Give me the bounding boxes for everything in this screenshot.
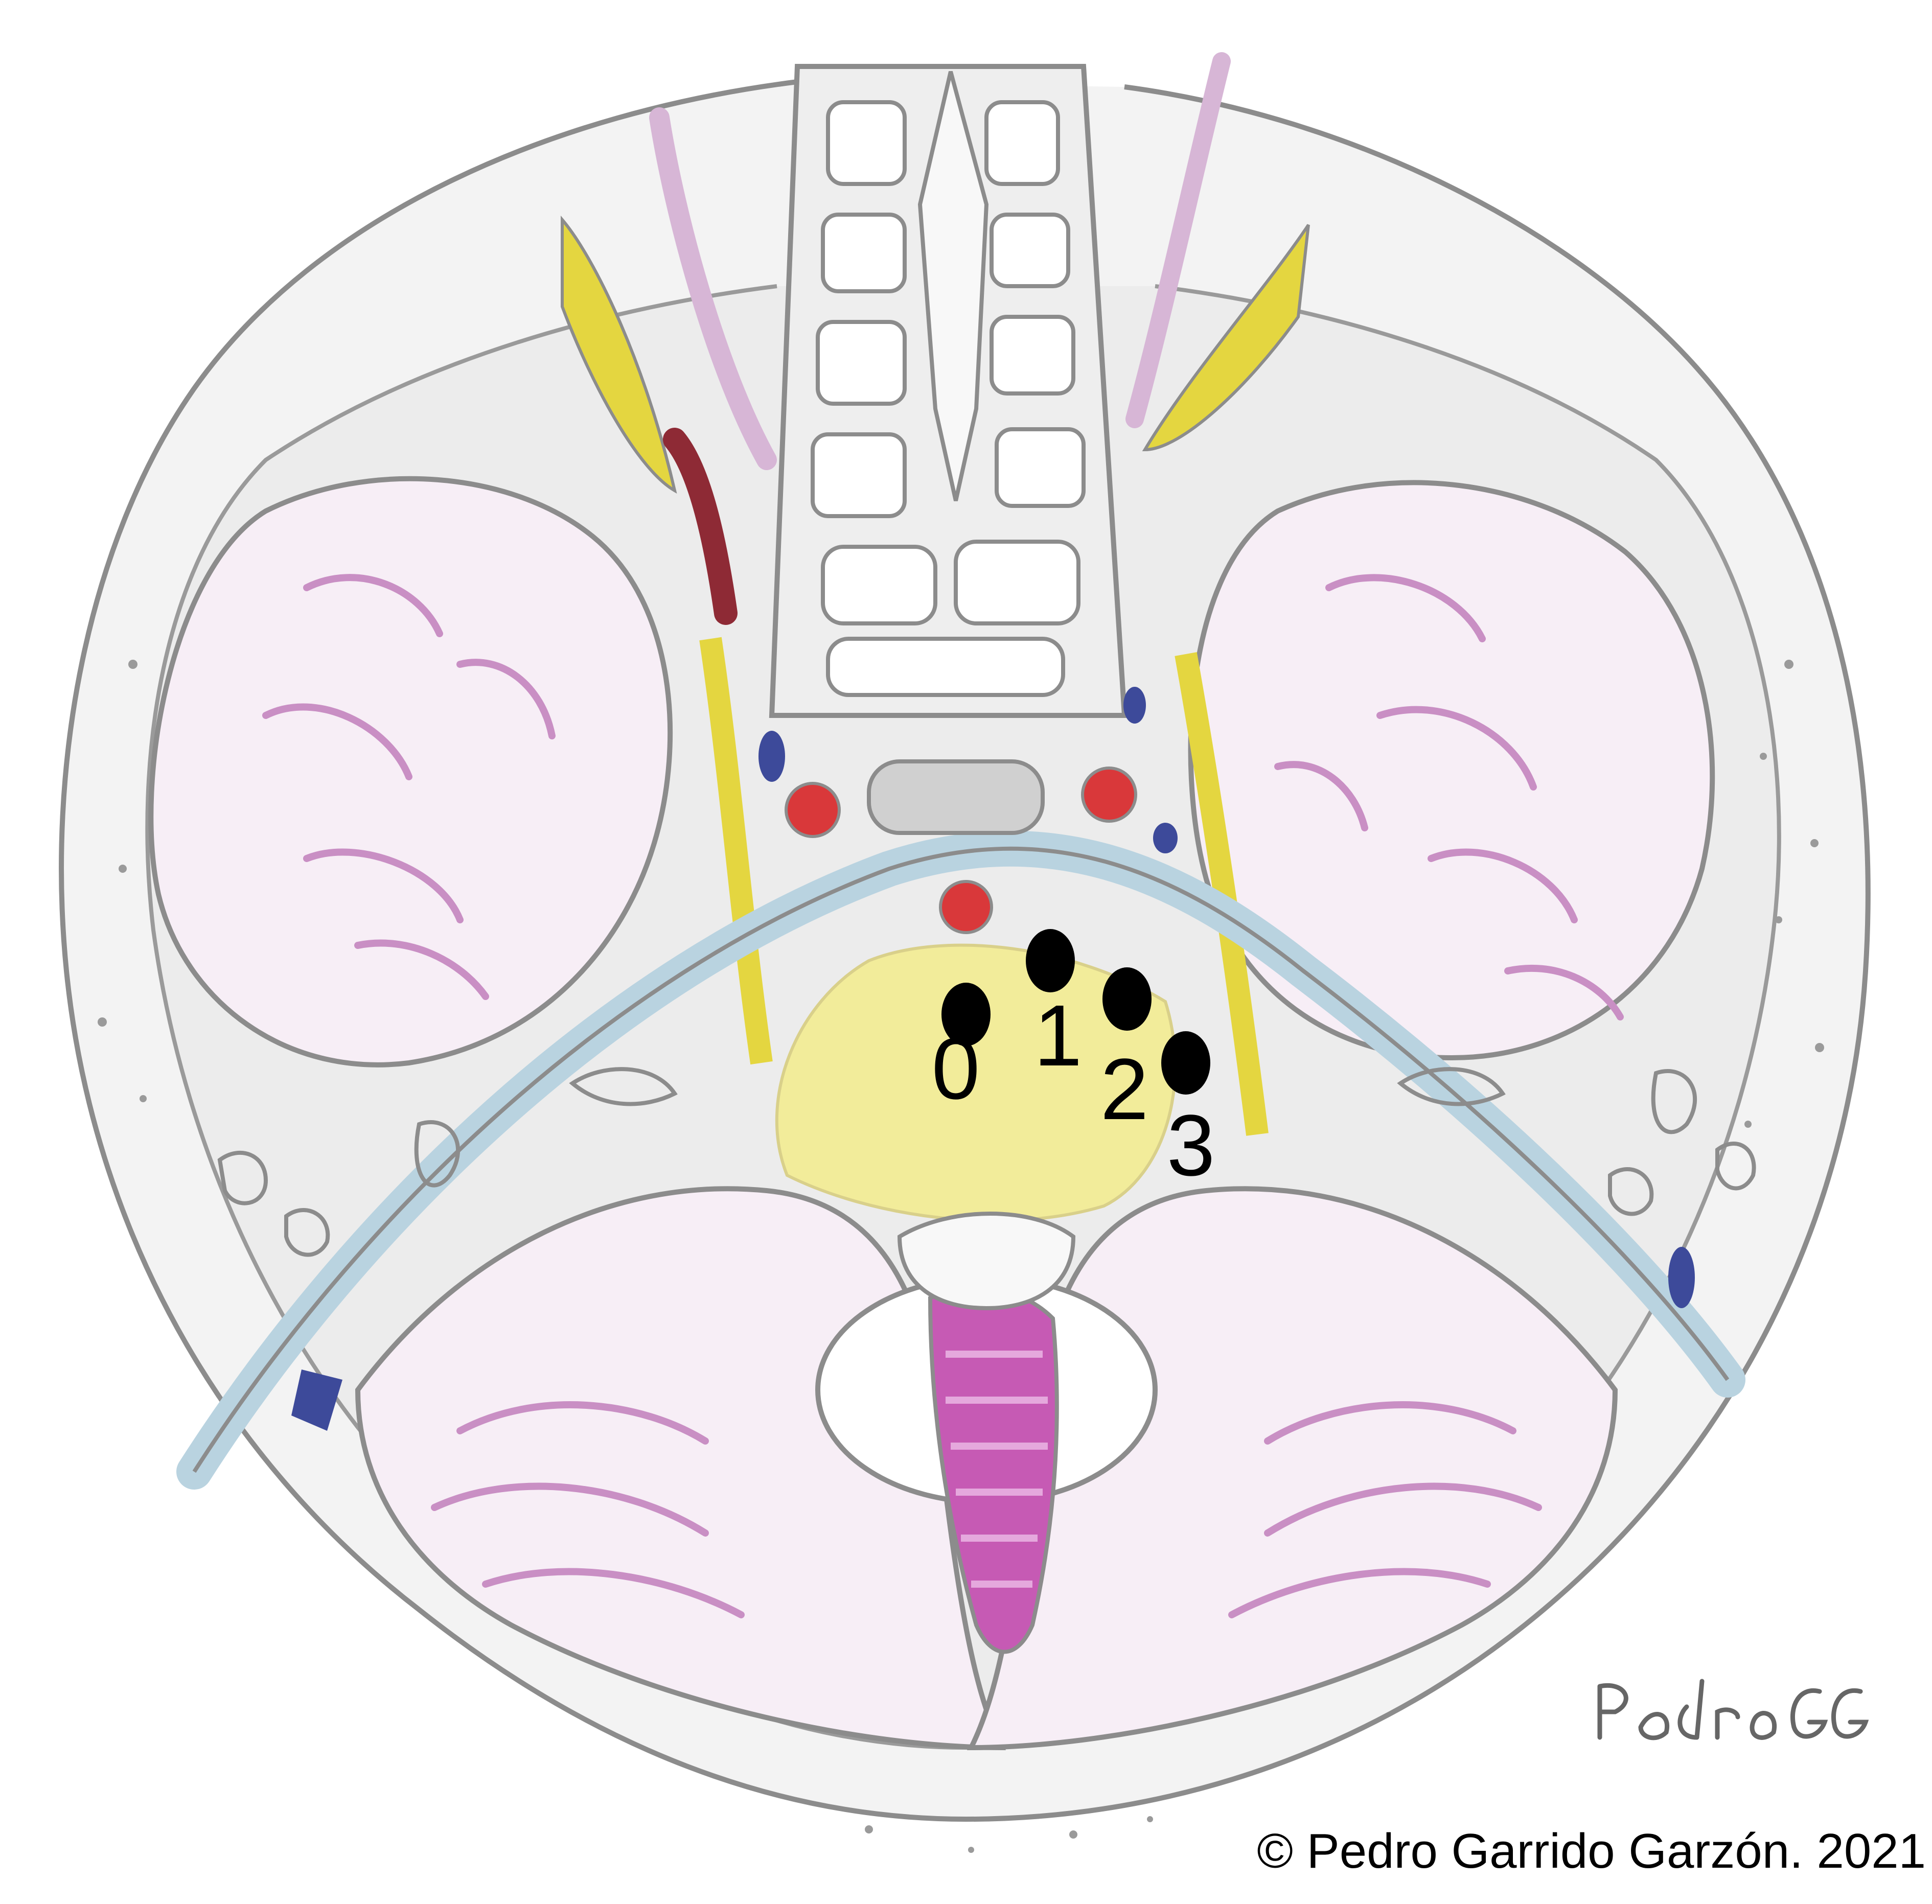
right-carotid-artery: [1083, 768, 1136, 821]
marker-dot-3: [1161, 1031, 1210, 1095]
artist-signature: [1600, 1681, 1866, 1738]
right-vein-upper: [1123, 687, 1146, 724]
marker-label-3: 3: [1167, 1097, 1215, 1194]
right-sigmoid-vein: [1668, 1247, 1695, 1308]
basilar-artery: [940, 881, 992, 933]
marker-label-0: 0: [932, 1020, 980, 1118]
marker-dot-1: [1026, 929, 1075, 992]
copyright-notice: © Pedro Garrido Garzón. 2021: [1257, 1823, 1926, 1879]
right-vein-lower: [1153, 823, 1178, 853]
right-middle-cranial-fossa: [1191, 482, 1713, 1058]
marker-label-1: 1: [1034, 987, 1083, 1084]
marker-dot-2: [1102, 967, 1152, 1031]
left-vein: [758, 731, 785, 782]
left-carotid-artery: [786, 783, 839, 837]
sella-turcica: [869, 761, 1043, 833]
marker-label-2: 2: [1100, 1041, 1149, 1138]
